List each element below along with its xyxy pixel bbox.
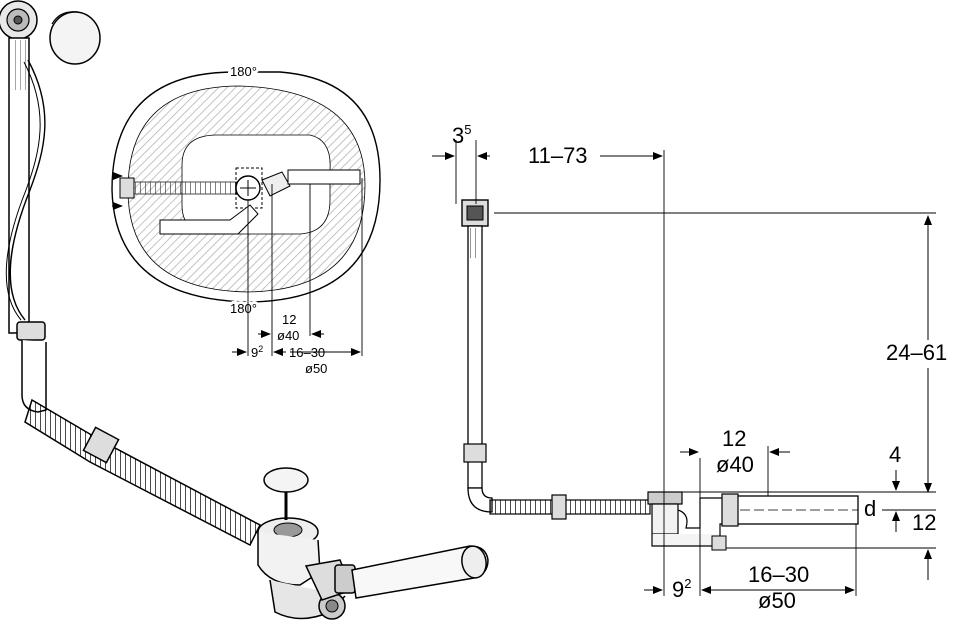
bowden-cable (9, 59, 46, 321)
corrugated-hose (24, 398, 261, 547)
side-dim-d50: ø50 (758, 588, 796, 613)
top-dim-16-30: 16–30 (289, 345, 325, 360)
side-overflow-head-icon (461, 199, 489, 227)
side-dim-11-73: 11–73 (528, 143, 588, 168)
trap-body-icon (257, 517, 356, 620)
side-dim-d40: ø40 (716, 452, 754, 477)
side-dim-9: 92 (672, 576, 691, 602)
side-view: 35 11–73 24–61 12 ø40 4 d 12 92 16–30 ø5 (432, 122, 947, 613)
bottom-angle-label: 180° (230, 301, 257, 316)
side-corrugated-hose (489, 499, 651, 515)
top-dim-d40: ø40 (277, 328, 299, 343)
side-dim-d: d (864, 496, 876, 521)
top-angle-label: 180° (230, 64, 257, 79)
side-dim-4: 4 (889, 442, 901, 467)
iso-assembly (0, 0, 489, 620)
plug-icon (263, 467, 309, 520)
side-dim-16-30: 16–30 (748, 562, 809, 587)
side-dim-12-upper: 12 (722, 426, 746, 451)
overflow-cap-icon (49, 11, 101, 65)
side-dim-12-right: 12 (912, 510, 936, 535)
top-view: 180° 180° 12 ø40 92 16–30 ø50 (111, 61, 381, 376)
side-dim-24-61: 24–61 (886, 340, 947, 365)
top-dim-12: 12 (282, 312, 296, 327)
top-dim-d50: ø50 (305, 361, 327, 376)
top-dim-9: 92 (251, 344, 263, 360)
overflow-rosette-icon (0, 0, 38, 40)
side-dim-3: 35 (452, 122, 471, 148)
